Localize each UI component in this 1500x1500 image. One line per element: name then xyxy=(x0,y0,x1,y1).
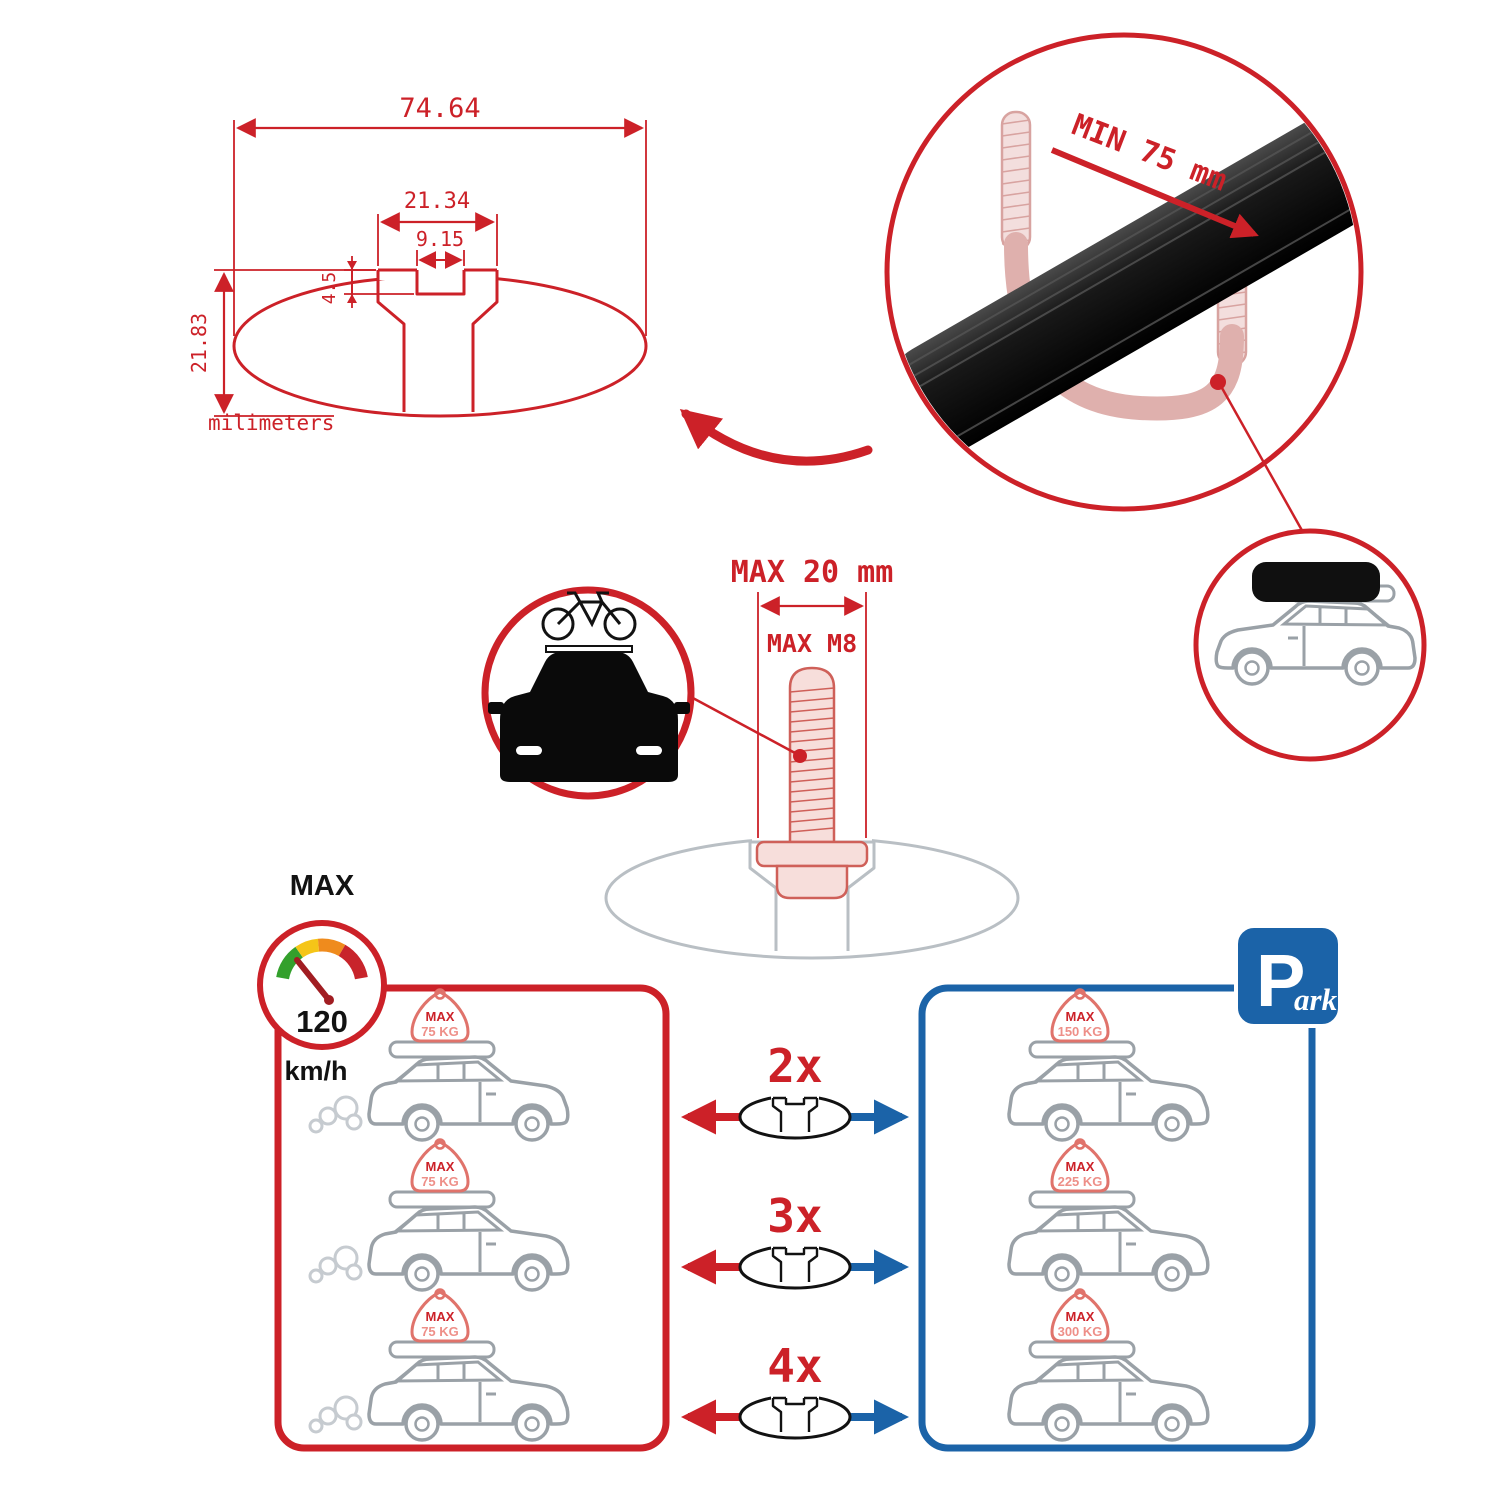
bolt-max-length-label: MAX 20 mm xyxy=(731,555,894,590)
quantity-label: 2x xyxy=(767,1039,822,1093)
load-tag-kg: 75 KG xyxy=(421,1324,459,1339)
driving-load-panel xyxy=(274,984,670,1452)
car-with-load-icon xyxy=(367,1340,570,1442)
car-with-load-icon xyxy=(1007,1040,1210,1142)
bolt-diagram: MAX 20 mm MAX M8 xyxy=(690,555,894,900)
driving-car-row-1: MAX 75 KG xyxy=(308,988,570,1142)
suv-roofbox-circle xyxy=(1193,528,1427,762)
crossbar-profile-icon xyxy=(738,1392,852,1440)
load-tag-max: MAX xyxy=(1066,1309,1095,1324)
load-tag: MAX 75 KG xyxy=(410,988,470,1043)
load-tag-max: MAX xyxy=(1066,1009,1095,1024)
load-tag: MAX 75 KG xyxy=(410,1288,470,1343)
quantity-label: 4x xyxy=(767,1339,822,1393)
dim-total-width-value: 74.64 xyxy=(399,93,480,124)
exhaust-smoke-icon xyxy=(308,1095,363,1134)
crossbar-profile-icon xyxy=(738,1242,852,1290)
parking-sign-ark: ark xyxy=(1294,982,1338,1017)
dim-total-height-value: 21.83 xyxy=(187,313,211,373)
load-tag-max: MAX xyxy=(426,1009,455,1024)
crossbar-profile-icon xyxy=(738,1092,852,1140)
speed-limit-title: MAX xyxy=(290,870,355,902)
car-with-load-icon xyxy=(367,1040,570,1142)
parking-sign-p: P xyxy=(1256,939,1305,1022)
gauge-arcs xyxy=(276,938,368,980)
load-tag: MAX 225 KG xyxy=(1050,1138,1110,1193)
profile-dimension-diagram: 74.64 21.34 9.15 4.5 21.83 milimeters xyxy=(187,93,648,435)
driving-car-row-2: MAX 75 KG xyxy=(308,1138,570,1292)
dim-channel-width-value: 21.34 xyxy=(404,189,470,214)
parked-car-row-2: MAX 225 KG xyxy=(1007,1138,1210,1292)
quantity-label: 3x xyxy=(767,1189,822,1243)
parking-sign-icon xyxy=(1234,924,1342,1028)
crossbar-detail-circle: MIN 75 mm xyxy=(884,32,1364,512)
detail-pointer-arrow xyxy=(679,409,873,466)
exhaust-smoke-icon xyxy=(308,1395,363,1434)
bolt-max-thread-label: MAX M8 xyxy=(767,629,857,658)
dim-total-width: 74.64 xyxy=(233,93,647,336)
parked-car-row-1: MAX 150 KG xyxy=(1007,988,1210,1142)
car-front-icon xyxy=(488,645,690,782)
dim-slot-width-value: 9.15 xyxy=(416,227,464,251)
dim-lip-depth-value: 4.5 xyxy=(319,272,340,305)
multiplier-row-1: 2x xyxy=(680,1039,910,1140)
suv-callout-line xyxy=(1220,387,1306,535)
car-with-load-icon xyxy=(1007,1340,1210,1442)
parking-sign: P ark xyxy=(1234,924,1342,1028)
load-tag: MAX 150 KG xyxy=(1050,988,1110,1043)
dim-channel-width: 21.34 xyxy=(377,189,498,266)
load-tag-kg: 150 KG xyxy=(1058,1024,1103,1039)
dim-slot-width: 9.15 xyxy=(416,227,465,269)
car-with-load-icon xyxy=(367,1190,570,1292)
roof-box-icon xyxy=(1252,562,1380,602)
exhaust-smoke-icon xyxy=(308,1245,363,1284)
parked-load-panel xyxy=(918,984,1316,1452)
bolt-callout-dot xyxy=(793,749,807,763)
t-bolt-icon xyxy=(755,666,869,900)
speed-limit-value: 120 xyxy=(296,1004,348,1039)
multiplier-row-3: 4x xyxy=(680,1339,910,1440)
car-with-load-icon xyxy=(1007,1190,1210,1292)
load-tag: MAX 300 KG xyxy=(1050,1288,1110,1343)
crossbar-profile-drawing-icon xyxy=(232,262,648,418)
min-span-arrow xyxy=(1050,147,1259,239)
load-tag-kg: 300 KG xyxy=(1058,1324,1103,1339)
gauge-needle xyxy=(294,957,332,1003)
speed-limit-gauge: MAX 120 km/h xyxy=(257,870,387,1086)
load-tag-kg: 75 KG xyxy=(421,1024,459,1039)
load-tag-kg: 225 KG xyxy=(1058,1174,1103,1189)
speed-limit-units: km/h xyxy=(284,1056,347,1086)
bolt-callout-line xyxy=(690,695,796,755)
load-tag-max: MAX xyxy=(426,1159,455,1174)
dim-total-height: 21.83 xyxy=(187,269,376,417)
dim-units-label: milimeters xyxy=(208,411,334,435)
load-tag-kg: 75 KG xyxy=(421,1174,459,1189)
driving-car-row-3: MAX 75 KG xyxy=(308,1288,570,1442)
callout-dot xyxy=(1210,374,1226,390)
load-tag: MAX 75 KG xyxy=(410,1138,470,1193)
bicycle-icon xyxy=(541,591,637,641)
load-tag-max: MAX xyxy=(426,1309,455,1324)
parked-car-row-3: MAX 300 KG xyxy=(1007,1288,1210,1442)
multiplier-row-2: 3x xyxy=(680,1189,910,1290)
load-tag-max: MAX xyxy=(1066,1159,1095,1174)
car-front-circle xyxy=(481,586,695,800)
